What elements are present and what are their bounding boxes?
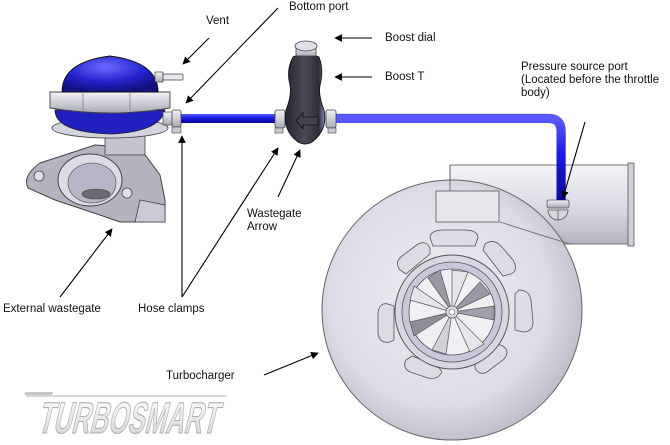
arrow-wastegate-arrow xyxy=(277,149,301,198)
flange-bolt-hole xyxy=(121,187,133,199)
arrow-turbocharger xyxy=(263,352,319,376)
actuator-cap xyxy=(61,55,159,93)
wastegate-direction-arrow xyxy=(295,111,319,131)
boost-t-body xyxy=(284,54,326,145)
arrow-external-wastegate xyxy=(59,228,113,298)
actuator-clamp-ring xyxy=(49,91,171,114)
hose-segment-t-to-turbo xyxy=(335,114,566,200)
label-pressure-source-line2: (Located before the throttle xyxy=(521,74,660,86)
vacuum-hose xyxy=(180,113,566,200)
housing-label-plate xyxy=(435,190,500,223)
bottom-port-fitting xyxy=(162,109,182,134)
external-wastegate xyxy=(26,55,184,223)
flange-bolt-hole xyxy=(33,170,45,182)
label-bottom-port: Bottom port xyxy=(289,1,349,13)
turbosmart-logo: TURBOSMART xyxy=(24,392,227,438)
label-boost-t: Boost T xyxy=(385,71,425,83)
inlet-scallops xyxy=(377,229,534,379)
label-vent: Vent xyxy=(206,15,230,27)
label-external-wastegate: External wastegate xyxy=(3,303,101,315)
wastegate-valve xyxy=(81,188,111,200)
label-turbocharger: Turbocharger xyxy=(166,370,235,382)
label-pressure-source-line1: Pressure source port xyxy=(521,61,628,73)
arrow-vent xyxy=(182,37,210,65)
label-hose-clamps: Hose clamps xyxy=(138,303,205,315)
vent-fitting xyxy=(154,71,184,83)
hose-clamp xyxy=(325,109,337,129)
callout-arrows xyxy=(59,7,586,376)
hose-clamp xyxy=(274,109,286,129)
arrow-hose-clamp-right xyxy=(181,147,279,298)
pressure-source-port xyxy=(546,199,570,221)
boost-t-assembly xyxy=(274,40,337,145)
hose-clamp xyxy=(171,109,182,128)
outlet-flange xyxy=(627,162,635,247)
turbocharger xyxy=(321,162,635,441)
arrow-pressure-source xyxy=(561,121,586,199)
compressor-wheel xyxy=(409,269,495,355)
label-wastegate-arrow-line2: Arrow xyxy=(247,221,278,233)
logo-text: TURBOSMART xyxy=(34,395,226,438)
arrow-bottom-port xyxy=(185,7,279,104)
label-boost-dial: Boost dial xyxy=(385,32,436,44)
label-pressure-source-port: Pressure source port (Located before the… xyxy=(521,61,659,100)
actuator-lower-housing xyxy=(54,109,166,135)
label-wastegate-arrow-line1: Wastegate xyxy=(247,208,302,220)
hose-segment-wastegate-to-t xyxy=(180,114,280,123)
label-pressure-source-line3: body) xyxy=(521,87,550,99)
label-wastegate-arrow: Wastegate Arrow xyxy=(247,208,302,234)
